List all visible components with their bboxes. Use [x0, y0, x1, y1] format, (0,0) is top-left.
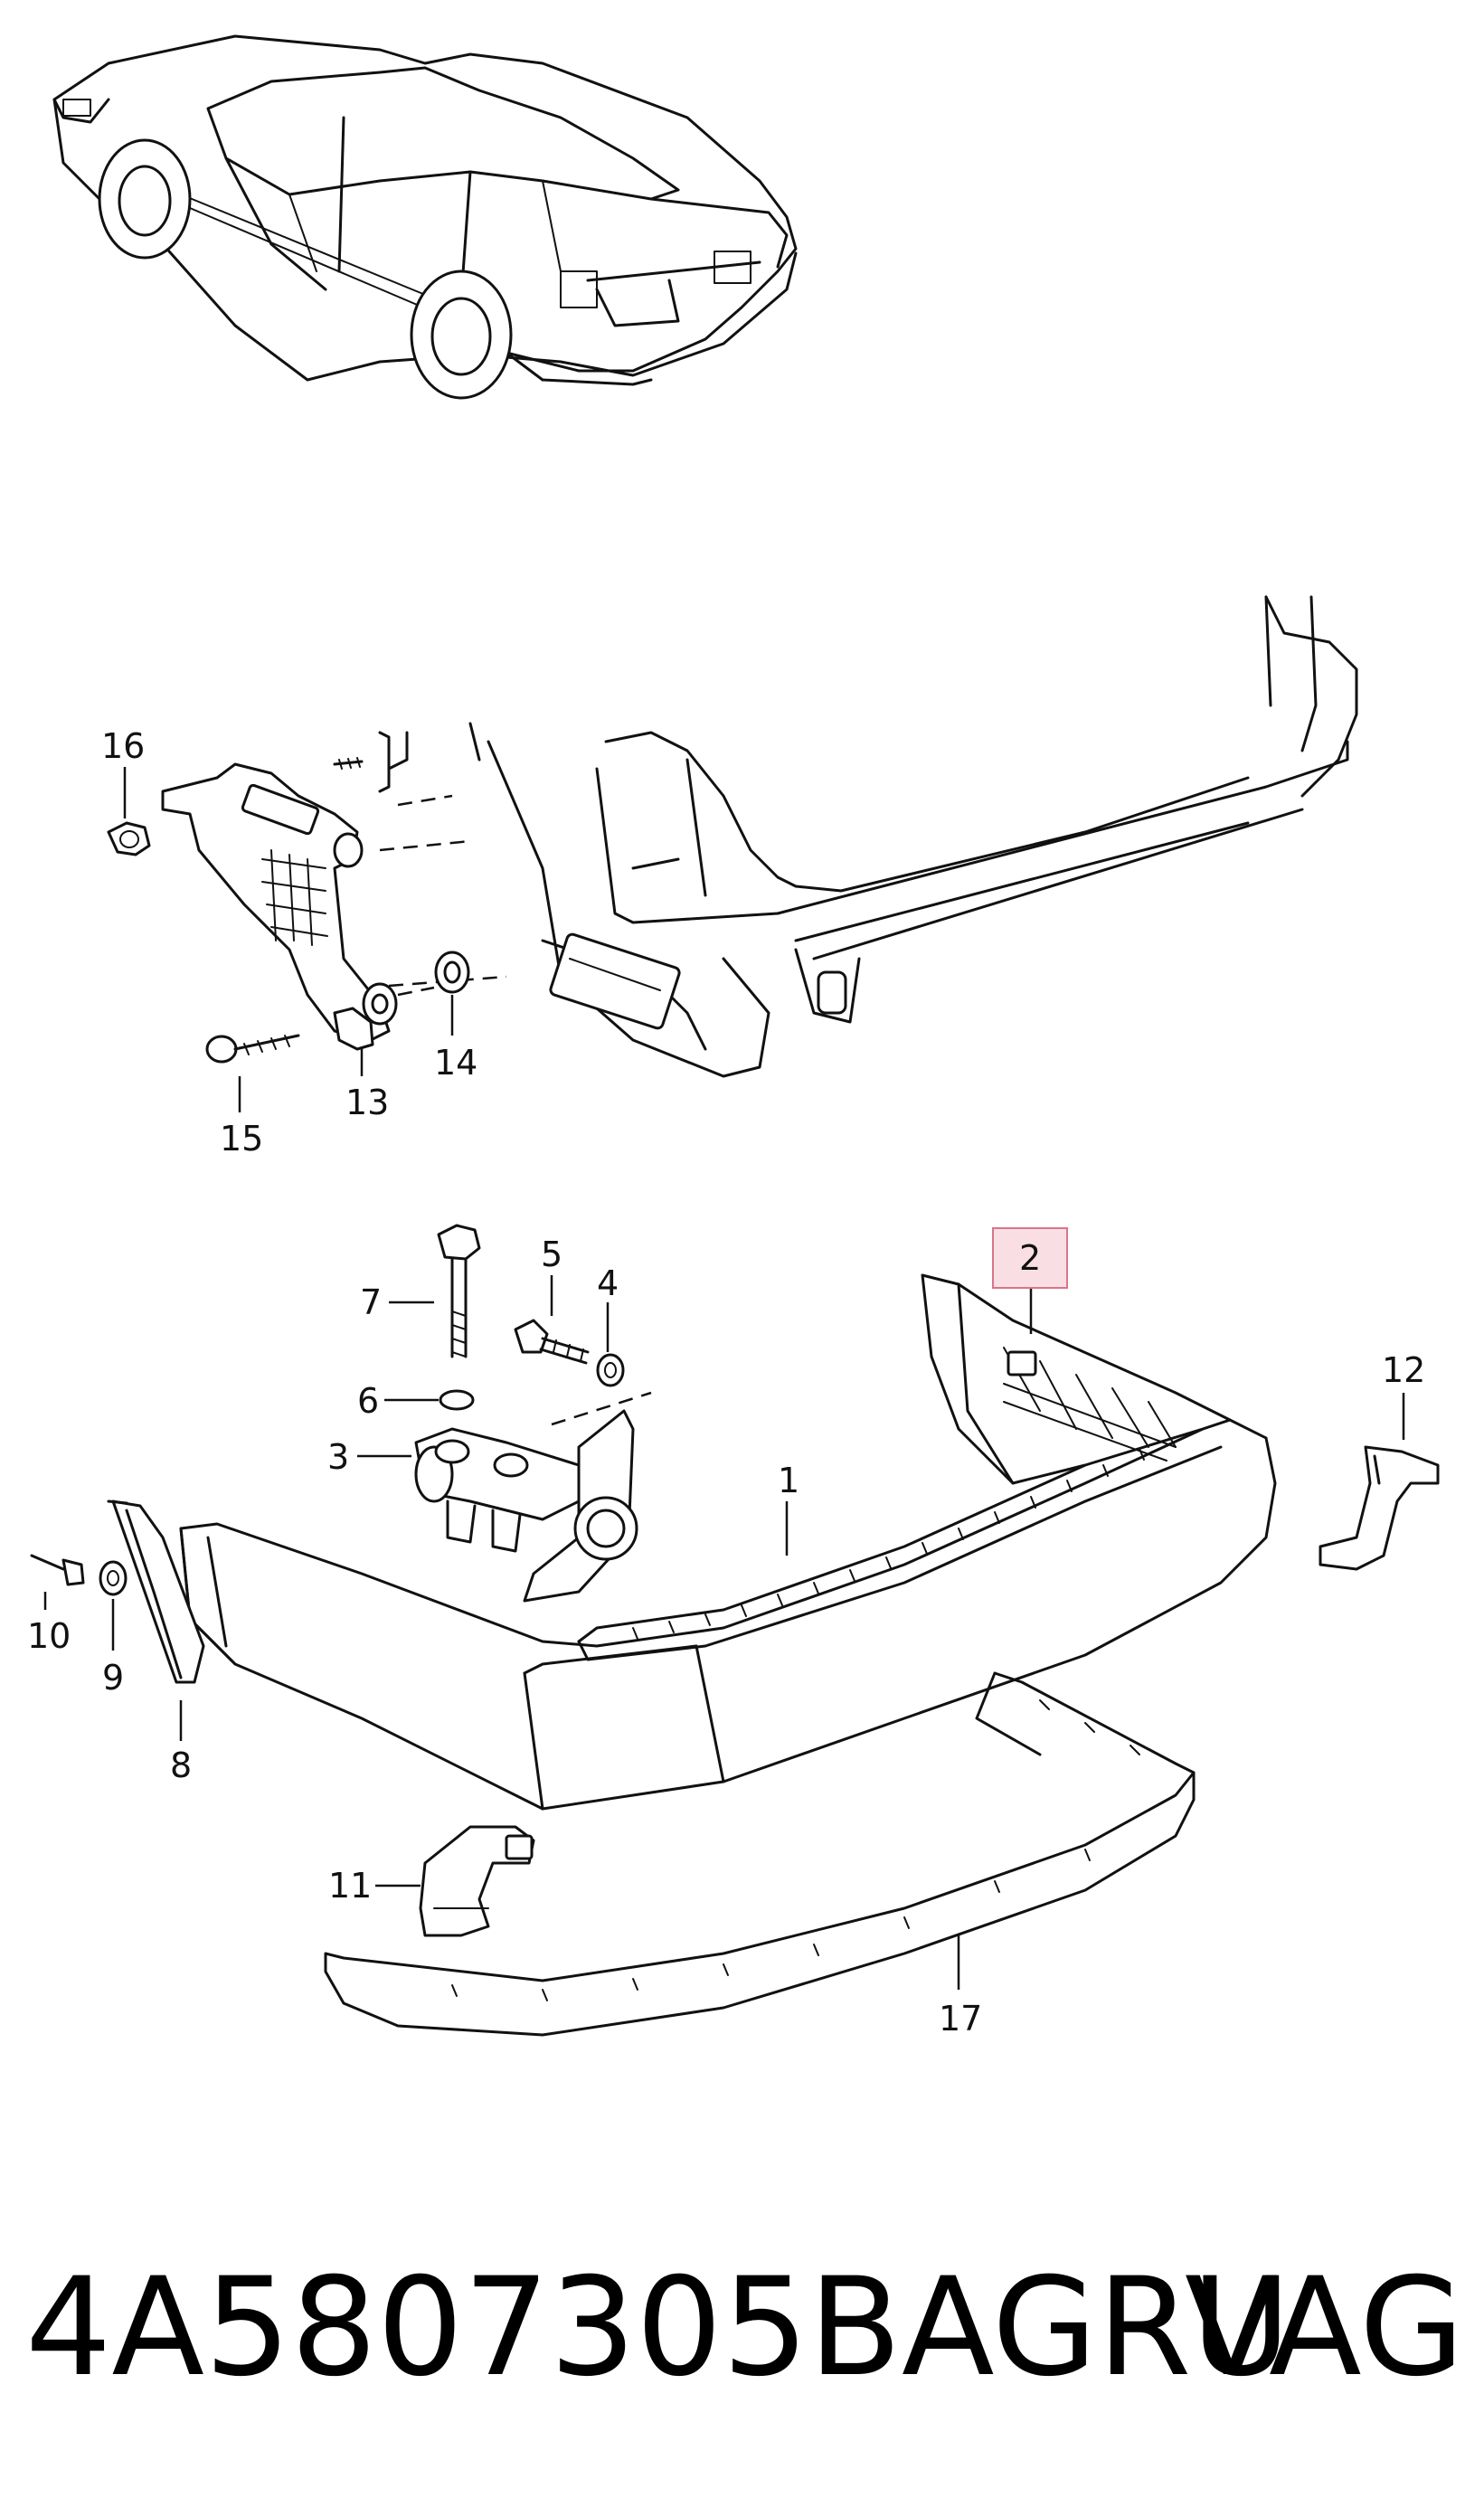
callout-14[interactable]: 14 — [434, 1043, 477, 1083]
rear-bumper-cover — [107, 1273, 1277, 1811]
callout-7[interactable]: 7 — [360, 1282, 382, 1322]
part-number: 4A5807305BAGRU — [25, 2249, 1290, 2407]
callout-6[interactable]: 6 — [357, 1381, 379, 1421]
car-overview-illustration — [52, 34, 798, 400]
tow-receiver-assembly — [414, 1224, 652, 1603]
callout-4[interactable]: 4 — [597, 1263, 619, 1303]
callout-2-highlight — [992, 1227, 1068, 1289]
rear-body-section — [379, 595, 1358, 1078]
callout-8[interactable]: 8 — [170, 1745, 192, 1785]
callout-13[interactable]: 13 — [345, 1083, 389, 1122]
callout-3[interactable]: 3 — [327, 1437, 349, 1477]
callout-17[interactable]: 17 — [939, 1999, 982, 2039]
callout-15[interactable]: 15 — [220, 1119, 263, 1159]
callout-16[interactable]: 16 — [101, 726, 145, 766]
brand-name: VAG — [1185, 2249, 1464, 2407]
side-bracket-assembly — [107, 731, 470, 1064]
callout-5[interactable]: 5 — [541, 1235, 562, 1274]
callout-1[interactable]: 1 — [778, 1461, 799, 1500]
callout-labels: 16 15 13 14 7 5 4 6 3 1 2 12 10 9 8 11 1… — [27, 726, 1425, 2039]
callout-9[interactable]: 9 — [102, 1658, 124, 1698]
leader-lines — [43, 767, 1405, 1990]
callout-2[interactable]: 2 — [1019, 1238, 1041, 1278]
fastener-10 — [30, 1554, 85, 1586]
bracket-12 — [1319, 1445, 1440, 1571]
lower-spoiler — [324, 1671, 1196, 2037]
callout-11[interactable]: 11 — [328, 1866, 372, 1906]
callout-10[interactable]: 10 — [27, 1616, 71, 1656]
footer: 4A5807305BAGRU VAG — [25, 2249, 1464, 2407]
callout-12[interactable]: 12 — [1382, 1350, 1425, 1390]
washer-9 — [99, 1560, 128, 1596]
spoiler-bracket-11 — [419, 1825, 535, 1937]
